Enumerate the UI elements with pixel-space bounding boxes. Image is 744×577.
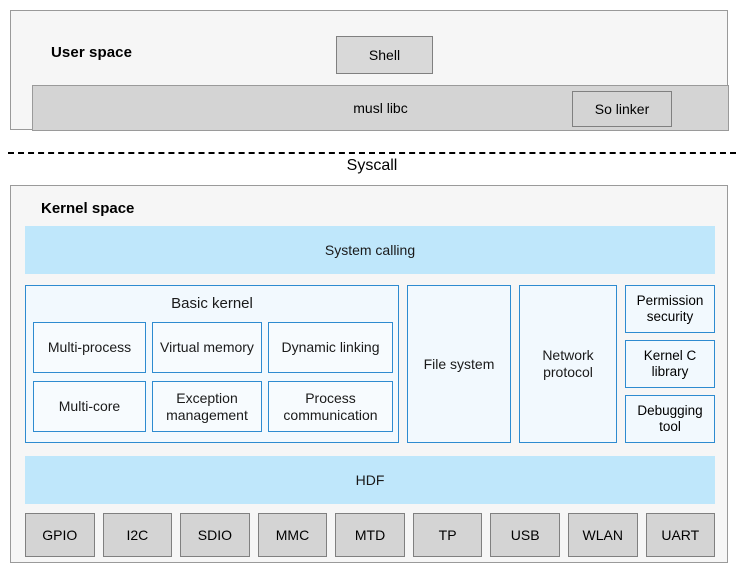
hdf-bar[interactable]: HDF xyxy=(25,456,715,504)
basic-kernel-row-2: Multi-core Exception management Process … xyxy=(33,381,393,432)
driver-chip-gpio[interactable]: GPIO xyxy=(25,513,95,557)
kernel-middle-band: Basic kernel Multi-process Virtual memor… xyxy=(25,285,715,443)
driver-chip-mmc[interactable]: MMC xyxy=(257,513,328,557)
so-linker-block[interactable]: So linker xyxy=(572,91,672,127)
network-protocol-block[interactable]: Network protocol xyxy=(519,285,617,443)
file-system-block[interactable]: File system xyxy=(407,285,511,443)
musl-libc-bar: musl libc So linker xyxy=(32,85,729,131)
basic-kernel-cell-process-communication[interactable]: Process communication xyxy=(268,381,393,432)
syscall-divider-line xyxy=(8,152,736,154)
kernel-space-panel: Kernel space System calling Basic kernel… xyxy=(10,185,728,563)
basic-kernel-cell-virtual-memory[interactable]: Virtual memory xyxy=(152,322,262,373)
driver-chip-usb[interactable]: USB xyxy=(490,513,560,557)
debugging-tool-block[interactable]: Debugging tool xyxy=(625,395,715,443)
system-calling-bar[interactable]: System calling xyxy=(25,226,715,274)
basic-kernel-title: Basic kernel xyxy=(171,295,253,312)
syscall-label: Syscall xyxy=(346,157,398,174)
basic-kernel-cell-multi-process[interactable]: Multi-process xyxy=(33,322,146,373)
user-space-title: User space xyxy=(51,44,133,61)
basic-kernel-cell-exception-management[interactable]: Exception management xyxy=(152,381,262,432)
kernel-space-title: Kernel space xyxy=(41,200,135,217)
kernel-c-library-block[interactable]: Kernel C library xyxy=(625,340,715,388)
driver-chip-i2c[interactable]: I2C xyxy=(102,513,173,557)
shell-block[interactable]: Shell xyxy=(336,36,433,74)
basic-kernel-cell-dynamic-linking[interactable]: Dynamic linking xyxy=(268,322,393,373)
driver-chip-sdio[interactable]: SDIO xyxy=(180,513,250,557)
permission-security-block[interactable]: Permission security xyxy=(625,285,715,333)
driver-chip-row: GPIO I2C SDIO MMC MTD TP USB WLAN UART xyxy=(25,513,716,557)
musl-libc-label: musl libc xyxy=(353,99,408,116)
driver-chip-mtd[interactable]: MTD xyxy=(335,513,405,557)
basic-kernel-row-1: Multi-process Virtual memory Dynamic lin… xyxy=(33,322,393,373)
basic-kernel-panel[interactable]: Basic kernel Multi-process Virtual memor… xyxy=(25,285,399,443)
driver-chip-uart[interactable]: UART xyxy=(645,513,716,557)
driver-chip-tp[interactable]: TP xyxy=(412,513,483,557)
kernel-right-stack: Permission security Kernel C library Deb… xyxy=(625,285,715,443)
basic-kernel-cell-multi-core[interactable]: Multi-core xyxy=(33,381,146,432)
user-space-panel: User space Shell musl libc So linker xyxy=(10,10,729,131)
driver-chip-wlan[interactable]: WLAN xyxy=(567,513,638,557)
